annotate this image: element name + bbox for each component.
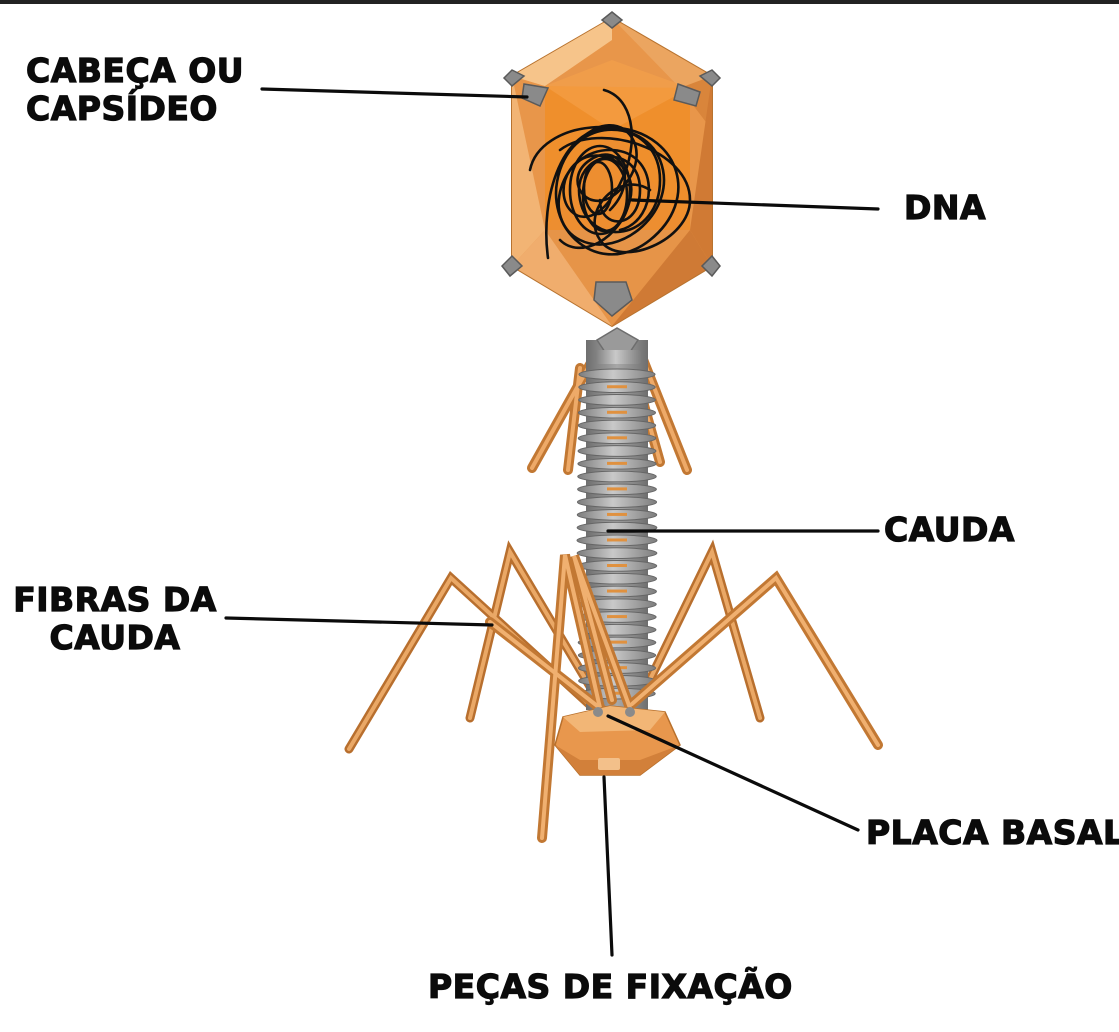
tail-ring [578,471,657,482]
tail-ring-mark [607,436,627,439]
tail-ring [578,420,655,431]
top-border [0,0,1119,4]
leader-attachment-pins [604,777,612,955]
leader-tail-fibers [226,618,492,625]
tail-ring-mark [607,538,627,541]
tail-ring [578,446,656,457]
label-capsid: CABEÇA OU CAPSÍDEO [26,52,244,128]
capsid-head [512,18,712,326]
label-tail-fibers-line1: FIBRAS DA [10,581,220,619]
tail-ring-mark [607,487,627,490]
label-tail-fibers-line2: CAUDA [10,619,220,657]
tail-ring-mark [607,462,627,465]
tail-ring-mark [607,590,627,593]
tail-ring [577,573,656,584]
tail-fibers-front [490,555,878,838]
tail-ring [577,548,657,559]
tail-ring [579,369,655,380]
tail-ring [579,395,656,406]
tail-ring-mark [607,564,627,567]
label-tail-fibers: FIBRAS DA CAUDA [10,581,220,657]
tail-ring-mark [607,615,627,618]
tail-ring-mark [607,411,627,414]
label-dna: DNA [904,189,986,227]
tail-ring [577,497,656,508]
tail-ring-mark [607,513,627,516]
label-base-plate: PLACA BASAL [866,814,1119,852]
tail-ring-mark [607,385,627,388]
leader-capsid [262,89,527,97]
tail-collar [595,328,641,364]
label-capsid-line1: CABEÇA OU [26,52,244,90]
label-capsid-line2: CAPSÍDEO [26,90,244,128]
label-tail: CAUDA [884,511,1015,549]
label-attachment-pins: PEÇAS DE FIXAÇÃO [428,968,793,1006]
leader-base-plate [608,716,858,830]
